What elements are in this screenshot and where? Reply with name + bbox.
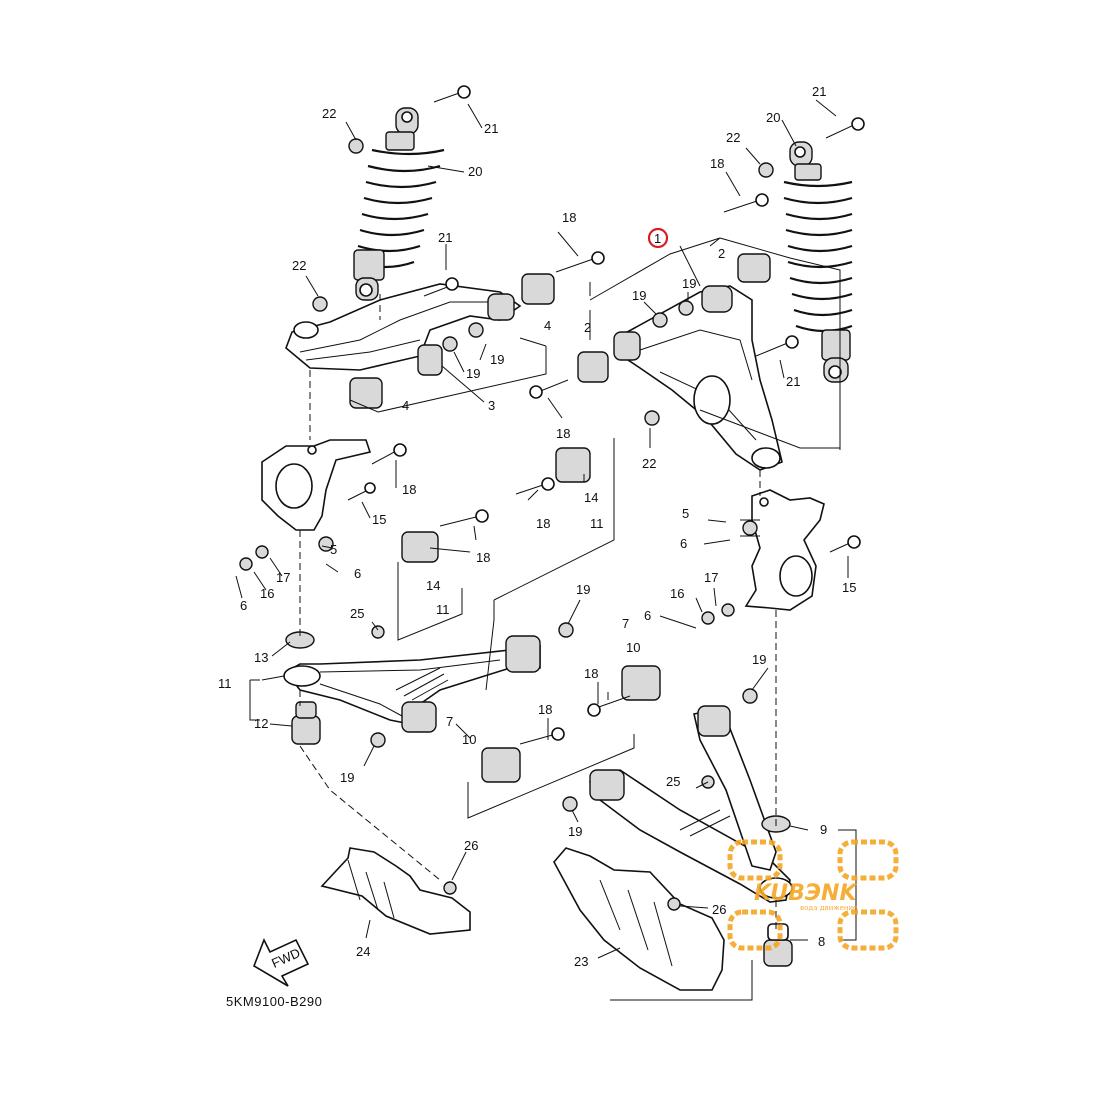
callout-10: 10 <box>462 732 476 747</box>
callout-5: 5 <box>330 542 337 557</box>
bushing-4-left-bottom <box>349 377 383 409</box>
watermark-brand: KUBЭNK <box>754 881 858 906</box>
callout-8: 8 <box>818 934 825 949</box>
callout-11: 11 <box>436 602 450 617</box>
left-lower-arm <box>283 635 541 733</box>
callout-17: 17 <box>276 570 290 585</box>
callout-5: 5 <box>682 506 689 521</box>
right-steering-knuckle <box>744 489 825 611</box>
callout-15: 15 <box>842 580 856 595</box>
callout-18: 18 <box>710 156 724 171</box>
callout-18: 18 <box>538 702 552 717</box>
watermark-tagline: вода движение <box>800 904 857 912</box>
callout-17: 17 <box>704 570 718 585</box>
callout-19: 19 <box>340 770 354 785</box>
callout-19: 19 <box>682 276 696 291</box>
callout-6: 6 <box>680 536 687 551</box>
callout-20: 20 <box>468 164 482 179</box>
bushing-2-right-top <box>737 253 771 283</box>
callout-13: 13 <box>254 650 268 665</box>
watermark-logo: KUBЭNK вода движение <box>727 839 899 951</box>
callout-6: 6 <box>240 598 247 613</box>
callout-6: 6 <box>644 608 651 623</box>
callout-22: 22 <box>322 106 336 121</box>
callout-25: 25 <box>350 606 364 621</box>
bushing-14-left-a <box>401 531 439 563</box>
callout-10: 10 <box>626 640 640 655</box>
callout-18: 18 <box>476 550 490 565</box>
callout-18: 18 <box>562 210 576 225</box>
callout-12: 12 <box>254 716 268 731</box>
callout-19: 19 <box>466 366 480 381</box>
callout-24: 24 <box>356 944 370 959</box>
callout-19: 19 <box>576 582 590 597</box>
highlight-part-1: 1 <box>647 227 669 249</box>
nuts <box>239 138 774 911</box>
callout-14: 14 <box>584 490 598 505</box>
callout-14: 14 <box>426 578 440 593</box>
callout-18: 18 <box>402 482 416 497</box>
callout-labels: 22 21 20 21 22 18 4 19 19 3 4 21 20 22 1… <box>218 84 856 969</box>
callout-11: 11 <box>590 516 604 531</box>
callout-7: 7 <box>622 616 629 631</box>
callout-19: 19 <box>490 352 504 367</box>
callout-3: 3 <box>488 398 495 413</box>
callout-15: 15 <box>372 512 386 527</box>
callout-21: 21 <box>786 374 800 389</box>
callout-4: 4 <box>402 398 409 413</box>
left-guard-24 <box>320 847 471 935</box>
callout-18: 18 <box>584 666 598 681</box>
callout-22: 22 <box>642 456 656 471</box>
diagram-code: 5KM9100-B290 <box>226 994 322 1009</box>
callout-26: 26 <box>712 902 726 917</box>
callout-22: 22 <box>292 258 306 273</box>
callout-19: 19 <box>568 824 582 839</box>
right-lower-arm <box>588 705 793 903</box>
bolts <box>347 85 865 745</box>
callout-21: 21 <box>438 230 452 245</box>
callout-25: 25 <box>666 774 680 789</box>
callout-9: 9 <box>820 822 827 837</box>
left-upper-arm <box>285 283 522 376</box>
bushing-2-right-bottom <box>577 351 609 383</box>
callout-1: 1 <box>654 231 661 246</box>
callout-23: 23 <box>574 954 588 969</box>
callout-19: 19 <box>752 652 766 667</box>
callout-7: 7 <box>446 714 453 729</box>
callout-21: 21 <box>812 84 826 99</box>
ball-joint-12 <box>291 701 321 745</box>
callout-16: 16 <box>260 586 274 601</box>
callout-11: 11 <box>218 676 232 691</box>
bushing-4-left-top <box>521 273 555 305</box>
bushing-10-right-b <box>481 747 521 783</box>
group-brackets <box>249 237 857 1001</box>
highlight-ring <box>647 227 669 249</box>
callout-26: 26 <box>464 838 478 853</box>
right-upper-arm-highlighted-part <box>613 285 783 471</box>
callout-19: 19 <box>632 288 646 303</box>
callout-2: 2 <box>584 320 591 335</box>
left-steering-knuckle <box>261 439 372 531</box>
bushing-14-left-b <box>555 447 591 483</box>
callout-21: 21 <box>484 121 498 136</box>
right-shock-absorber <box>783 141 853 383</box>
callout-2: 2 <box>718 246 725 261</box>
left-shock-absorber <box>353 107 445 301</box>
callout-6: 6 <box>354 566 361 581</box>
callout-18: 18 <box>536 516 550 531</box>
callout-4: 4 <box>544 318 551 333</box>
fwd-arrow: FWD <box>253 938 310 987</box>
bushing-10-right-a <box>621 665 661 701</box>
callout-16: 16 <box>670 586 684 601</box>
callout-20: 20 <box>766 110 780 125</box>
callout-18: 18 <box>556 426 570 441</box>
leader-lines <box>235 99 849 959</box>
callout-22: 22 <box>726 130 740 145</box>
